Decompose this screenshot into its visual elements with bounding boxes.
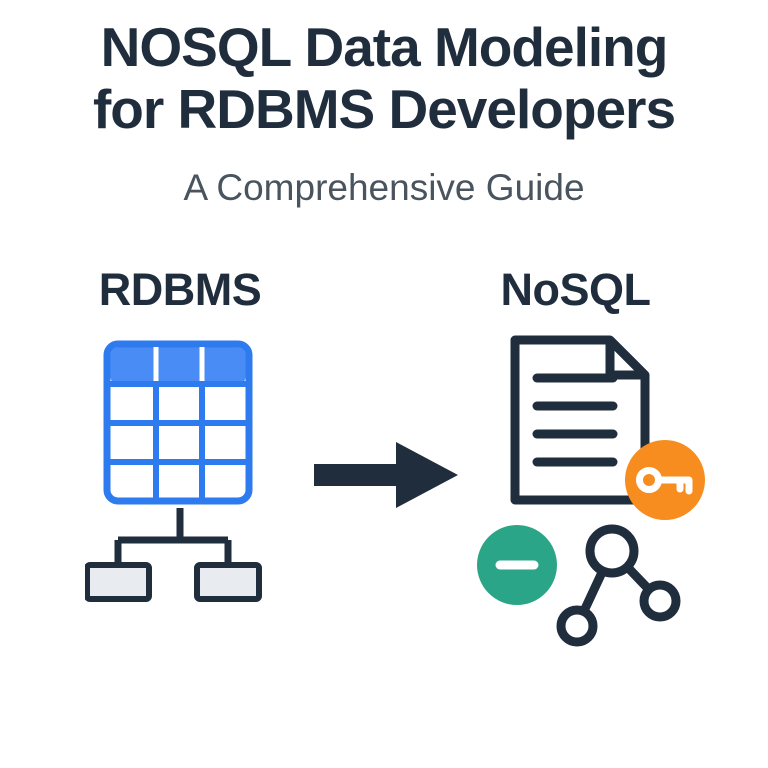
- right-arrow-icon: [314, 442, 458, 508]
- key-icon: [636, 467, 693, 495]
- tree-node-right: [194, 562, 262, 602]
- minus-badge-icon: [477, 525, 557, 605]
- page-title: NOSQL Data Modeling for RDBMS Developers: [0, 16, 768, 140]
- title-line-1: NOSQL Data Modeling: [100, 16, 669, 78]
- graph-icon: [556, 524, 681, 647]
- subtitle: A Comprehensive Guide: [183, 167, 585, 208]
- hierarchy-icon: [85, 508, 262, 602]
- nosql-label: NoSQL: [500, 264, 652, 315]
- graph-node-top: [585, 524, 639, 578]
- graph-node-left: [556, 605, 598, 647]
- graph-node-right: [639, 580, 681, 622]
- nosql-icon-cluster: [477, 335, 705, 647]
- key-badge-icon: [625, 440, 705, 520]
- tree-node-left: [85, 562, 152, 602]
- document-icon: [510, 335, 650, 505]
- table-header-row: [110, 347, 246, 384]
- rdbms-label: RDBMS: [98, 264, 262, 315]
- document-text-lines: [532, 373, 618, 467]
- title-line-2: for RDBMS Developers: [92, 78, 676, 141]
- table-icon: [103, 340, 253, 505]
